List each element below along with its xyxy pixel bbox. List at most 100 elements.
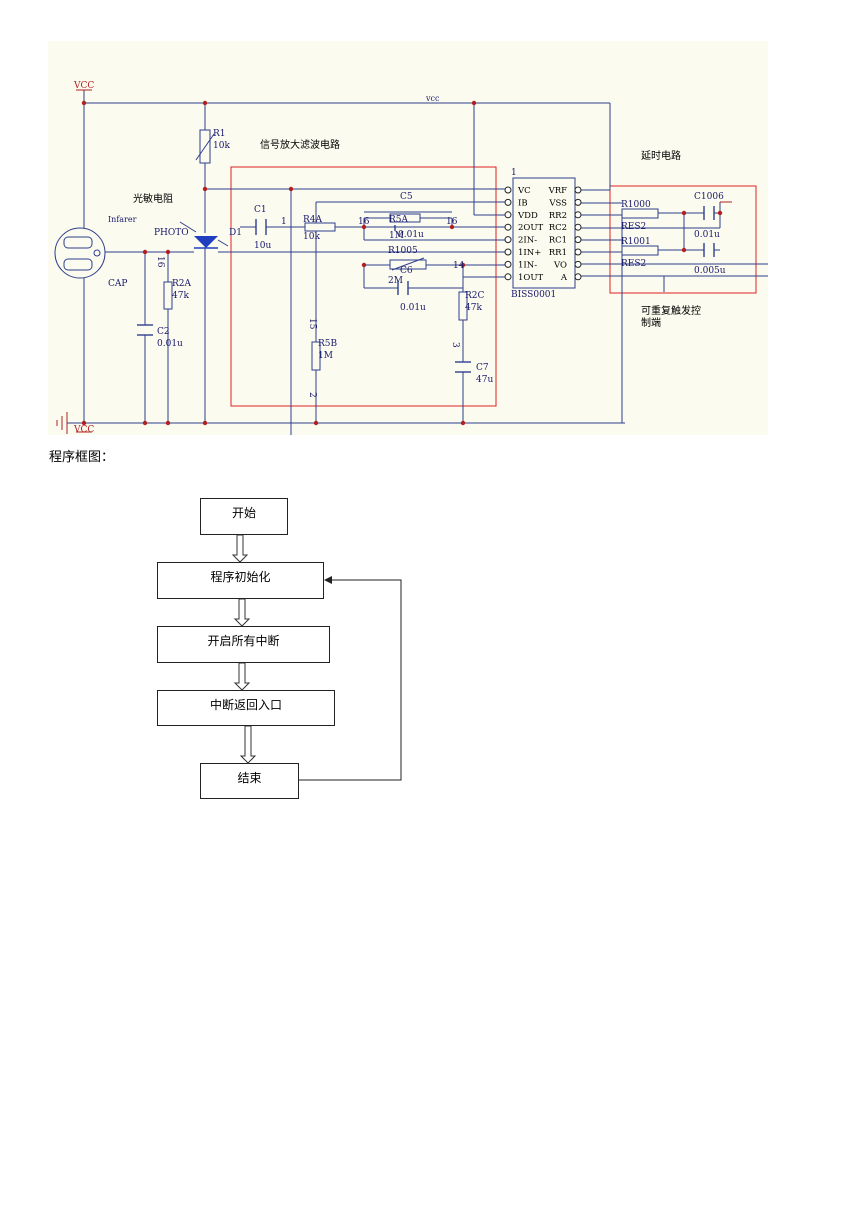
label-delay-section: 延时电路 bbox=[641, 149, 681, 162]
ic-body bbox=[512, 177, 576, 289]
label-n15: 15 bbox=[307, 318, 317, 330]
label-retrigger-2: 制端 bbox=[641, 316, 661, 329]
label-r1001: R1001 bbox=[621, 237, 651, 247]
label-c6-val: 0.01u bbox=[400, 303, 426, 313]
ic-left-pin-dot bbox=[504, 223, 512, 231]
label-r4a: R4A bbox=[303, 215, 323, 225]
flowchart-caption: 程序框图： bbox=[49, 450, 115, 465]
ic-left-pin-dot bbox=[504, 236, 512, 244]
ic-left-pin-label: 1IN- bbox=[518, 260, 537, 270]
ic-left-pin-label: VDD bbox=[517, 211, 538, 221]
label-node1: 1 bbox=[281, 217, 287, 227]
flow-init-box: 程序初始化 bbox=[157, 562, 324, 599]
ic-left-pin-label: 2OUT bbox=[518, 223, 544, 233]
ic-right-pin-label: RC1 bbox=[549, 236, 567, 246]
label-c5: C5 bbox=[400, 192, 413, 202]
ic-pins: VCIBVDD2OUT2IN-1IN+1IN-1OUTVRFVSSRR2RC2R… bbox=[504, 186, 582, 283]
ic-left-pin-dot bbox=[504, 211, 512, 219]
label-ic-name: BISS0001 bbox=[511, 290, 556, 300]
label-n14: 14 bbox=[453, 261, 465, 271]
arrow-interrupt-end bbox=[239, 725, 257, 764]
ic-right-pin-label: VRF bbox=[548, 186, 568, 196]
label-r2c: R2C bbox=[465, 291, 485, 301]
ic-right-pin-label: RR1 bbox=[549, 248, 567, 258]
label-r5b: R5B bbox=[318, 339, 338, 349]
flow-start-box: 开始 bbox=[200, 498, 288, 535]
label-c1: C1 bbox=[254, 205, 267, 215]
label-photoresistor: 光敏电阻 bbox=[133, 192, 173, 205]
ic-left-pin-label: IB bbox=[518, 198, 528, 208]
label-r1: R1 bbox=[213, 129, 226, 139]
label-photo: PHOTO bbox=[154, 228, 189, 238]
ic-right-pin-label: VO bbox=[553, 260, 567, 270]
label-filter-section: 信号放大滤波电路 bbox=[260, 138, 340, 151]
label-n3: 3 bbox=[450, 342, 460, 348]
arrow-init-enable bbox=[233, 598, 251, 627]
label-r2a-val: 47k bbox=[172, 291, 189, 301]
ic-left-pin-dot bbox=[504, 273, 512, 281]
arrow-enable-interrupt bbox=[233, 662, 251, 691]
circuit-schematic: VCIBVDD2OUT2IN-1IN+1IN-1OUTVRFVSSRR2RC2R… bbox=[48, 41, 768, 435]
ic-right-pin-label: RR2 bbox=[549, 211, 567, 221]
r2c-body bbox=[458, 291, 468, 321]
r5b-body bbox=[311, 341, 321, 371]
label-res2a: RES2 bbox=[621, 222, 646, 232]
flow-interrupt-return-box: 中断返回入口 bbox=[157, 690, 335, 726]
label-cap: CAP bbox=[108, 279, 127, 289]
ic-right-pin-label: A bbox=[560, 273, 568, 283]
label-n16a: 16 bbox=[358, 217, 370, 227]
ic-left-pin-dot bbox=[504, 248, 512, 256]
ic-right-pin-dot bbox=[574, 248, 582, 256]
label-n16b: 16 bbox=[446, 217, 458, 227]
label-r1005: R1005 bbox=[388, 246, 418, 256]
label-r5b-val: 1M bbox=[318, 351, 333, 361]
ic-right-pin-dot bbox=[574, 260, 582, 268]
flow-end-box: 结束 bbox=[200, 763, 299, 799]
loop-back-arrowhead bbox=[324, 576, 332, 584]
label-c1006: C1006 bbox=[694, 192, 724, 202]
label-infrared: Infarer bbox=[108, 215, 137, 224]
label-r1000: R1000 bbox=[621, 200, 651, 210]
label-r5a-val: 1M bbox=[389, 231, 404, 241]
r5a-body bbox=[389, 213, 421, 223]
label-r4a-val: 10k bbox=[303, 232, 320, 242]
ic-right-pin-label: VSS bbox=[548, 198, 567, 208]
label-vcc-line: vcc bbox=[425, 94, 440, 103]
label-c7-val: 47u bbox=[476, 375, 493, 385]
label-res2b: RES2 bbox=[621, 259, 646, 269]
ic-left-pin-label: 1OUT bbox=[518, 273, 544, 283]
ic-right-pin-dot bbox=[574, 273, 582, 281]
label-c2: C2 bbox=[157, 327, 170, 337]
label-c2-val: 0.01u bbox=[157, 339, 183, 349]
filter-section-box bbox=[230, 166, 497, 407]
ic-right-pin-dot bbox=[574, 223, 582, 231]
schematic-labels: VCC vcc VCC R1 10k 信号放大滤波电路 延时电路 可重复触发控 … bbox=[73, 81, 726, 435]
label-r1005-val: 2M bbox=[388, 276, 403, 286]
ic-left-pin-dot bbox=[504, 260, 512, 268]
ic-right-pin-dot bbox=[574, 236, 582, 244]
ic-right-pin-dot bbox=[574, 211, 582, 219]
label-retrigger-1: 可重复触发控 bbox=[641, 304, 701, 317]
r1005-arrow bbox=[391, 257, 425, 271]
power-symbols bbox=[56, 89, 732, 434]
flow-enable-interrupts-box: 开启所有中断 bbox=[157, 626, 330, 663]
capacitors bbox=[137, 206, 715, 373]
pir-sensor bbox=[54, 227, 106, 279]
r1000-body bbox=[621, 208, 659, 219]
ic-right-pin-label: RC2 bbox=[549, 223, 567, 233]
label-c1006-val: 0.01u bbox=[694, 230, 720, 240]
arrow-start-init bbox=[231, 534, 249, 563]
ic-left-pin-dot bbox=[504, 198, 512, 206]
label-r1-val: 10k bbox=[213, 141, 230, 151]
r2a-body bbox=[163, 281, 173, 310]
junction-dots bbox=[81, 100, 723, 426]
label-n16c: 16 bbox=[155, 256, 165, 268]
label-r5a: R5A bbox=[389, 215, 409, 225]
label-r2c-val: 47k bbox=[465, 303, 482, 313]
label-r2a: R2A bbox=[172, 279, 192, 289]
r4a-body bbox=[304, 222, 336, 232]
ic-right-pin-dot bbox=[574, 186, 582, 194]
ic-left-pin-dot bbox=[504, 186, 512, 194]
wires bbox=[67, 90, 768, 435]
ic-left-pin-label: VC bbox=[517, 186, 531, 196]
